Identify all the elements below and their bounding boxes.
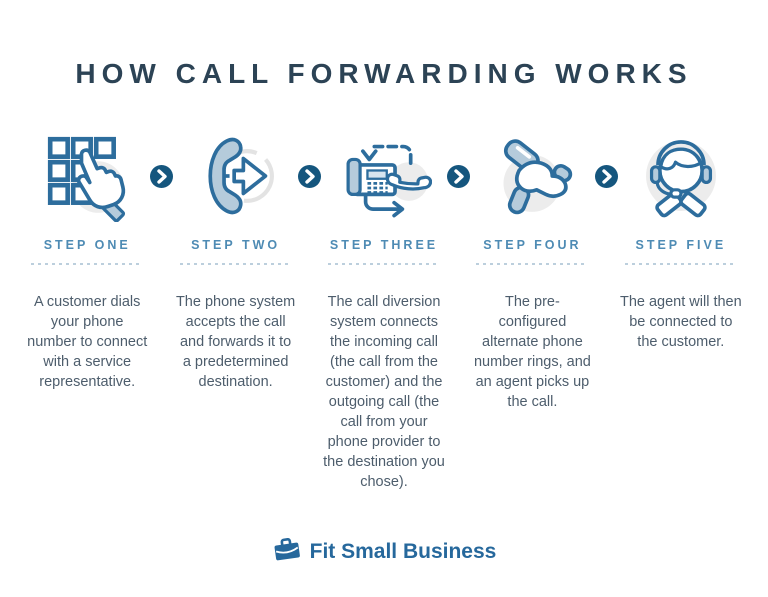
step-three-label: STEP THREE [329, 238, 439, 252]
agent-headset-icon [635, 128, 727, 224]
step-two-column: STEP TWO The phone system accepts the ca… [175, 128, 296, 406]
keypad-dial-icon [41, 128, 133, 224]
chevron-right-circle-icon [298, 165, 322, 188]
dashed-divider [179, 263, 292, 265]
chevron-right-circle-icon [149, 165, 173, 188]
step-three-text: The call diversion system connects the i… [323, 293, 445, 490]
step-one-column: STEP ONE A customer dials your phone num… [27, 128, 148, 406]
step-separator [295, 165, 325, 188]
steps-row: STEP ONE A customer dials your phone num… [0, 128, 768, 506]
phone-diversion-icon [336, 128, 433, 224]
step-four-text: The pre-configured alternate phone numbe… [473, 293, 591, 410]
step-five-column: STEP FIVE The agent will then be connect… [619, 128, 742, 366]
dashed-divider [31, 263, 144, 265]
logo-text: Fit Small Business [309, 539, 497, 563]
dashed-divider [328, 263, 441, 265]
fit-small-business-logo[interactable]: Fit Small Business [0, 536, 768, 567]
step-three-column: STEP THREE The call diversion system con… [323, 128, 445, 506]
step-one-text: A customer dials your phone number to co… [27, 293, 148, 390]
step-two-label: STEP TWO [191, 238, 281, 252]
page-title: HOW CALL FORWARDING WORKS [75, 58, 693, 89]
step-separator [592, 165, 622, 188]
step-separator [443, 165, 473, 188]
handset-forward-icon [190, 128, 282, 224]
hand-pickup-handset-icon [486, 128, 578, 224]
dashed-divider [476, 263, 589, 265]
step-two-text: The phone system accepts the call and fo… [175, 293, 296, 390]
step-separator [146, 165, 176, 188]
chevron-right-circle-icon [595, 165, 619, 188]
step-five-text: The agent will then be connected to the … [619, 293, 742, 350]
step-one-label: STEP ONE [43, 238, 131, 252]
chevron-right-circle-icon [446, 165, 470, 188]
step-five-label: STEP FIVE [635, 238, 727, 252]
briefcase-icon [272, 536, 302, 567]
step-four-label: STEP FOUR [483, 238, 582, 252]
dashed-divider [624, 263, 737, 265]
step-four-column: STEP FOUR The pre-configured alternate p… [473, 128, 591, 426]
